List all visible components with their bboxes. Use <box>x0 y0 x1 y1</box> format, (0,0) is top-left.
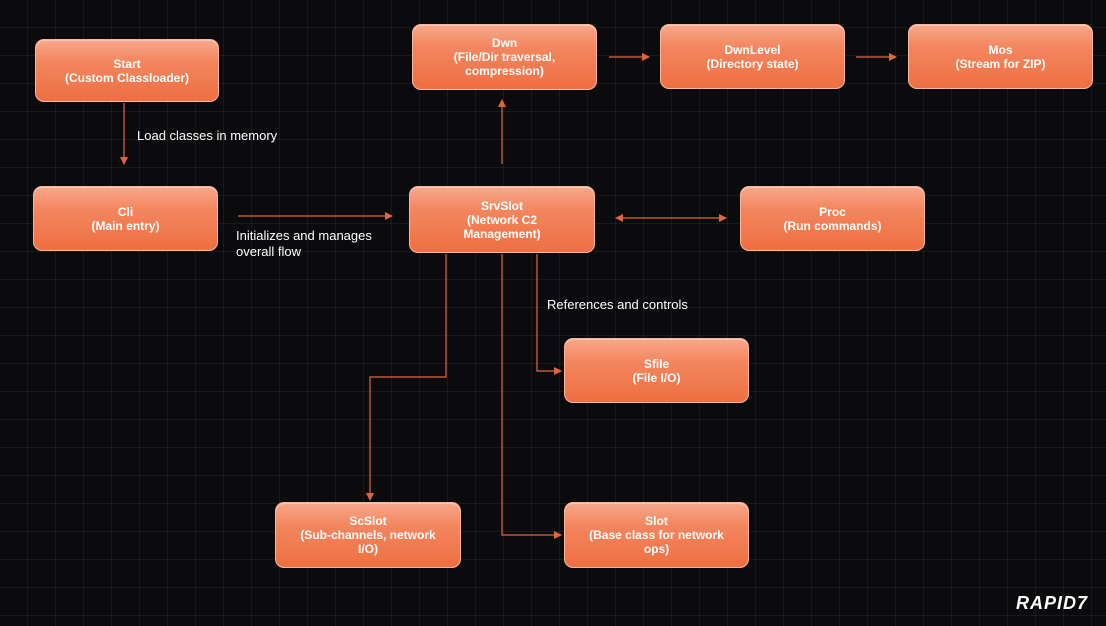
node-start[interactable]: Start (Custom Classloader) <box>35 39 219 102</box>
node-mos-title: Mos <box>988 42 1013 57</box>
node-dwn-subtitle-line1: (File/Dir traversal, <box>453 50 556 64</box>
node-proc-title: Proc <box>819 204 846 219</box>
node-cli-title: Cli <box>117 204 134 219</box>
node-scslot[interactable]: ScSlot (Sub-channels, network I/O) <box>275 502 461 568</box>
arrow-srvslot-to-sfile <box>536 254 562 375</box>
node-srvslot-subtitle-line2: Management) <box>463 226 541 241</box>
node-dwnlevel-subtitle: (Directory state) <box>706 56 799 71</box>
node-cli[interactable]: Cli (Main entry) <box>33 186 218 251</box>
node-dwnlevel[interactable]: DwnLevel (Directory state) <box>660 24 845 89</box>
node-proc[interactable]: Proc (Run commands) <box>740 186 925 251</box>
node-scslot-subtitle-line2: I/O) <box>358 542 378 556</box>
node-sfile[interactable]: Sfile (File I/O) <box>564 338 749 403</box>
node-dwn-subtitle-line2: compression) <box>465 64 544 78</box>
node-sfile-subtitle: (File I/O) <box>632 370 681 385</box>
edge-label-initializes-line1: Initializes and manages <box>236 228 372 243</box>
node-srvslot[interactable]: SrvSlot (Network C2 Management) <box>409 186 595 253</box>
node-scslot-title: ScSlot <box>349 514 387 528</box>
node-slot-title: Slot <box>645 514 668 528</box>
edge-label-initializes-line2: overall flow <box>236 244 302 259</box>
node-srvslot-subtitle-line1: (Network C2 <box>466 212 537 227</box>
edge-label-load-classes: Load classes in memory <box>137 128 278 143</box>
node-scslot-subtitle-line1: (Sub-channels, network <box>300 528 436 542</box>
node-dwnlevel-title: DwnLevel <box>724 42 781 57</box>
arrow-srvslot-to-slot <box>501 254 562 539</box>
node-mos[interactable]: Mos (Stream for ZIP) <box>908 24 1093 89</box>
node-slot[interactable]: Slot (Base class for network ops) <box>564 502 749 568</box>
node-cli-subtitle: (Main entry) <box>91 218 160 233</box>
node-dwn-title: Dwn <box>491 36 518 50</box>
arrow-srvslot-to-scslot <box>366 254 447 501</box>
node-start-title: Start <box>113 56 141 71</box>
rapid7-logo: RAPID7 <box>1015 593 1088 613</box>
node-proc-subtitle: (Run commands) <box>783 218 882 233</box>
node-start-subtitle: (Custom Classloader) <box>64 70 190 85</box>
node-sfile-title: Sfile <box>643 356 670 371</box>
node-mos-subtitle: (Stream for ZIP) <box>955 56 1046 71</box>
edge-label-references: References and controls <box>547 297 688 312</box>
node-dwn[interactable]: Dwn (File/Dir traversal, compression) <box>412 24 597 90</box>
node-slot-subtitle-line2: ops) <box>643 542 670 556</box>
node-srvslot-title: SrvSlot <box>480 198 523 213</box>
node-slot-subtitle-line1: (Base class for network <box>589 528 724 542</box>
